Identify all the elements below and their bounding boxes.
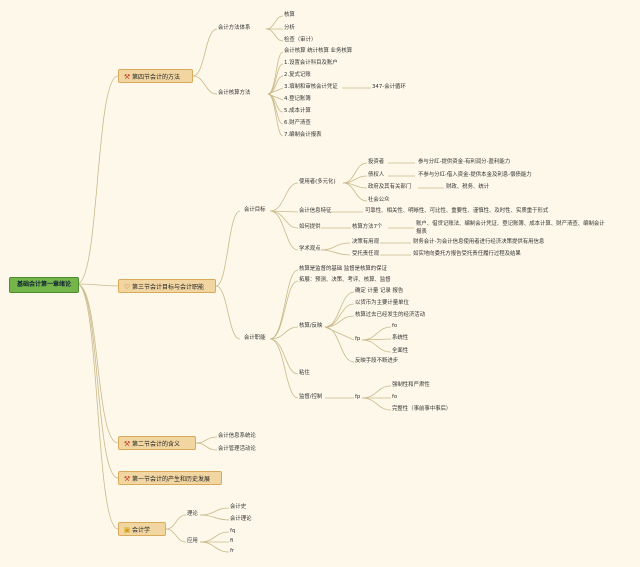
list-item[interactable]: 5.成本计算	[284, 108, 311, 114]
supervise-node[interactable]: 监督/控制	[299, 394, 323, 400]
list-item[interactable]: 会计信息系统论	[218, 433, 256, 439]
list-item[interactable]: 投资者	[368, 159, 385, 165]
function-node[interactable]: 会计职能	[244, 335, 266, 341]
tools-icon: ⚒	[123, 440, 131, 448]
list-item[interactable]: 7.编制会计报表	[284, 132, 322, 138]
method-accounting[interactable]: 会计核算方法	[218, 90, 251, 96]
list-item[interactable]: 核算	[284, 12, 295, 18]
how-sub[interactable]: 核算方法7个	[352, 224, 383, 230]
section-goal-function[interactable]: ♡第三节会计目标与会计职能	[118, 279, 216, 293]
list-item[interactable]: 会计理论	[230, 516, 252, 522]
section-method[interactable]: ⚒第四节会计的方法	[118, 69, 193, 83]
list-item[interactable]: 以货币为主要计量单位	[355, 300, 409, 306]
method-system[interactable]: 会计方法体系	[218, 25, 251, 31]
list-item[interactable]: 财务会计-为会计信息使用者进行经济决策提供有用信息	[413, 239, 545, 245]
section-meaning[interactable]: ⚒第二节会计的含义	[118, 436, 196, 450]
section-method-title: 第四节会计的方法	[132, 74, 181, 81]
list-item[interactable]: 决策有用观	[352, 239, 379, 245]
section-history[interactable]: ⚒第一节会计的产生和历史发展	[118, 471, 222, 485]
tools-icon: ⚒	[123, 475, 131, 483]
goal-node[interactable]: 会计目标	[244, 207, 266, 213]
fp-node[interactable]: fp	[355, 336, 361, 342]
how-detail[interactable]: 账户、借贷记账法、编制会计凭证、登记账簿、成本计算、财产清查、编制会计	[416, 221, 605, 227]
list-item[interactable]: 债权人	[368, 172, 385, 178]
school-node[interactable]: 学术观点	[299, 246, 321, 252]
list-item[interactable]: 3.填制和审核会计凭证	[284, 84, 338, 90]
list-item[interactable]: fo	[392, 323, 398, 329]
list-item[interactable]: fi	[230, 538, 234, 544]
list-item[interactable]: 4.登记账簿	[284, 96, 311, 102]
list-item[interactable]: 如实地向委托方报告受托责任履行过程及结果	[413, 251, 521, 257]
quality-detail[interactable]: 可靠性、相关性、明晰性、可比性、重要性、谨慎性、及时性、实质重于形式	[365, 208, 549, 214]
list-item[interactable]: 核算是监督的基础 监督是核算的保证	[299, 266, 387, 272]
how-detail-2[interactable]: 报表	[416, 229, 427, 235]
list-item[interactable]: 分析	[284, 25, 295, 31]
users-node[interactable]: 使用者(多元化)	[299, 179, 336, 185]
list-item[interactable]: 2.复式记账	[284, 72, 311, 78]
root-node[interactable]: 基础会计第一章绪论	[9, 277, 79, 293]
list-item[interactable]: 完整性（事前事中事后）	[392, 406, 452, 412]
list-item[interactable]: 会计核算 统计核算 业务核算	[284, 48, 353, 54]
list-item[interactable]: 强制性和严肃性	[392, 382, 430, 388]
tools-icon: ⚒	[123, 73, 131, 81]
section-accounting-science[interactable]: ▣会计学	[118, 522, 166, 536]
list-item[interactable]: 反映手段不断进步	[355, 358, 399, 364]
list-item[interactable]: 核算过去已经发生的经济活动	[355, 312, 426, 318]
list-item[interactable]: fq	[230, 528, 236, 534]
section-history-title: 第一节会计的产生和历史发展	[132, 476, 211, 483]
list-item[interactable]: 社会公众	[368, 197, 390, 203]
folder-icon: ▣	[123, 526, 131, 534]
how-node[interactable]: 如何提供	[299, 224, 321, 230]
list-item[interactable]: 拓展：预测、决策、考评、核算、监督	[299, 277, 391, 283]
list-item[interactable]: 不参与分红-借入资金-提供本金及利息-偿债能力	[418, 172, 532, 178]
list-item[interactable]: 1.设置会计科目及账户	[284, 60, 338, 66]
section-goal-title: 第三节会计目标与会计职能	[132, 284, 205, 291]
list-item[interactable]: 系统性	[392, 335, 409, 341]
list-item[interactable]: 会计史	[230, 504, 247, 510]
accounting-cycle-note[interactable]: 347-会计循环	[372, 84, 406, 90]
theory-node[interactable]: 理论	[187, 511, 198, 517]
list-item[interactable]: 财政、税务、统计	[446, 184, 490, 190]
list-item[interactable]: fr	[230, 548, 235, 554]
quality-node[interactable]: 会计信息特征	[299, 208, 332, 214]
section-accounting-science-title: 会计学	[132, 527, 151, 534]
section-meaning-title: 第二节会计的含义	[132, 441, 181, 448]
accounting-node[interactable]: 核算/反映	[299, 323, 323, 329]
heart-icon: ♡	[123, 283, 131, 291]
list-item[interactable]: 6.财产清查	[284, 120, 311, 126]
list-item[interactable]: 政府及其有关部门	[368, 184, 412, 190]
note-node[interactable]: 粘住	[299, 370, 310, 376]
list-item[interactable]: 参与分红-提供资金-有利润分-盈利能力	[418, 159, 511, 165]
list-item[interactable]: 全面性	[392, 348, 409, 354]
application-node[interactable]: 应用	[187, 538, 198, 544]
list-item[interactable]: 检查（审计）	[284, 37, 317, 43]
fp-node[interactable]: fp	[355, 394, 361, 400]
list-item[interactable]: fo	[392, 394, 398, 400]
list-item[interactable]: 受托责任观	[352, 251, 379, 257]
list-item[interactable]: 会计管理活动论	[218, 446, 256, 452]
list-item[interactable]: 确定 计量 记录 报告	[355, 288, 404, 294]
